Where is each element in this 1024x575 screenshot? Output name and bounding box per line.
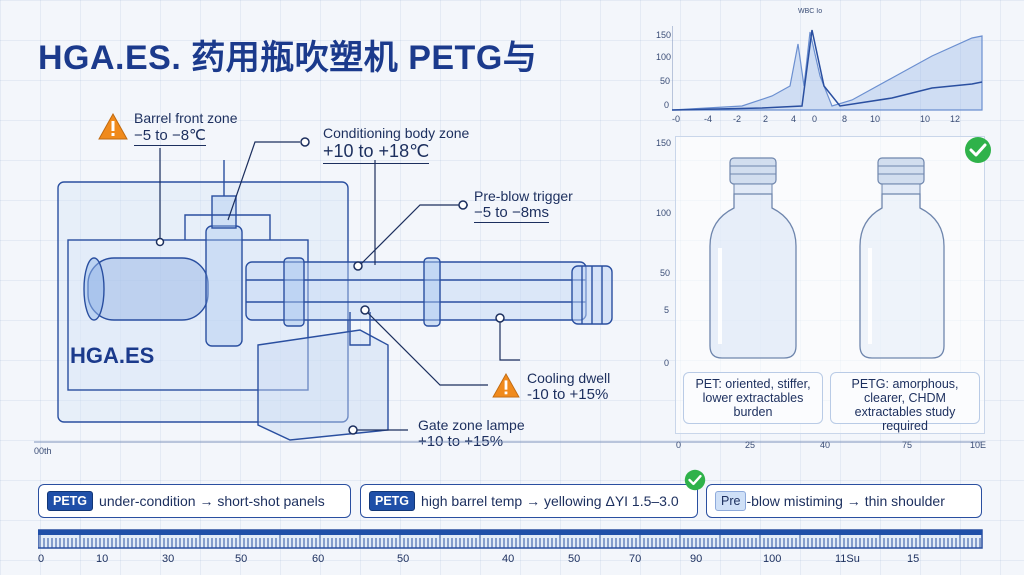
bottle-ytick: 100 xyxy=(656,208,672,218)
page-title: HGA.ES. 药用瓶吹塑机 PETG与 xyxy=(38,39,538,77)
warning-icon xyxy=(98,113,128,140)
ruler-label: 90 xyxy=(690,553,703,565)
ruler-label: 0 xyxy=(38,553,45,565)
callout-value: −5 to −8ms xyxy=(474,204,550,223)
top-line-chart xyxy=(672,26,983,111)
petg-tag: PETG xyxy=(369,491,416,511)
ruler-label: 15 xyxy=(907,553,920,565)
bottle-ytick: 150 xyxy=(656,138,672,148)
pill-text: high barrel temp → yellowing ΔYI 1.5–3.0 xyxy=(421,493,679,509)
petg-bottle xyxy=(859,157,945,359)
top-chart-ytick: 50 xyxy=(660,76,671,86)
bottle-ytick: 0 xyxy=(664,358,670,368)
bottom-ruler xyxy=(38,529,983,549)
mid-axis-left-label: 00th xyxy=(34,446,52,456)
bottle-xtick: 0 xyxy=(676,440,682,450)
leader-cooling xyxy=(499,320,520,361)
ruler-label: 50 xyxy=(235,553,248,565)
ruler-label: 70 xyxy=(629,553,642,565)
callout-label: Pre-blow trigger xyxy=(474,188,573,204)
bottle-xtick: 25 xyxy=(745,440,756,450)
petg-tag: PETG xyxy=(47,491,94,511)
leader-conditioning xyxy=(227,141,300,221)
top-chart-xtick: -0 xyxy=(672,114,681,124)
callout-conditioning: Conditioning body zone +10 to +18℃ xyxy=(323,125,469,164)
callout-label: Conditioning body zone xyxy=(323,125,470,141)
bottle-xtick: 40 xyxy=(820,440,831,450)
chart-series-line xyxy=(672,29,983,111)
top-chart-ytick: 0 xyxy=(664,100,670,110)
ruler-label: 11Su xyxy=(835,553,860,565)
machine-housing-inner xyxy=(67,239,309,391)
check-icon xyxy=(684,469,706,491)
chart-series-area xyxy=(672,31,983,111)
callout-cooling: Cooling dwell -10 to +15% xyxy=(527,370,610,404)
callout-label: Barrel front zone xyxy=(134,110,238,126)
top-chart-xtick: 10 xyxy=(920,114,931,124)
machine-base xyxy=(257,329,389,441)
callout-preblow: Pre-blow trigger −5 to −8ms xyxy=(474,188,573,223)
top-chart-xtick: 0 xyxy=(812,114,818,124)
ruler-label: 40 xyxy=(502,553,515,565)
callout-value: −5 to −8℃ xyxy=(134,127,206,146)
pet-caption: PET: oriented, stiffer, lower extractabl… xyxy=(683,372,823,424)
ruler-label: 30 xyxy=(162,553,175,565)
ruler-label: 50 xyxy=(568,553,581,565)
issue-pill-yellowing[interactable]: PETG high barrel temp → yellowing ΔYI 1.… xyxy=(360,484,698,518)
ruler-label: 60 xyxy=(312,553,325,565)
callout-value: +10 to +18℃ xyxy=(323,141,430,164)
pet-bottle xyxy=(709,157,797,359)
check-icon xyxy=(965,137,991,163)
callout-label: Gate zone lampe xyxy=(418,417,525,433)
bottle-xtick: 10E xyxy=(970,440,987,450)
top-chart-xtick: 8 xyxy=(842,114,848,124)
warning-icon xyxy=(492,373,520,398)
leader-preblow xyxy=(359,204,468,266)
top-chart-xtick: 4 xyxy=(791,114,797,124)
callout-value: -10 to +15% xyxy=(527,386,609,403)
top-chart-title: WBC Io xyxy=(798,8,823,15)
barrel-cylinder xyxy=(87,257,209,321)
top-chart-ytick: 150 xyxy=(656,30,672,40)
callout-label: Cooling dwell xyxy=(527,370,611,386)
bottle-xtick: 75 xyxy=(902,440,913,450)
pill-text: under-condition → short-shot panels xyxy=(99,493,325,509)
issue-pill-thin-shoulder[interactable]: Pre -blow mistiming → thin shoulder xyxy=(706,484,982,518)
issue-pill-short-shot[interactable]: PETG under-condition → short-shot panels xyxy=(38,484,351,518)
injection-column xyxy=(205,225,243,347)
mid-axis xyxy=(34,441,982,443)
bottle-ytick: 5 xyxy=(664,305,670,315)
petg-caption: PETG: amorphous, clearer, CHDM extractab… xyxy=(830,372,980,433)
machine-brand-label: HGA.ES xyxy=(70,343,155,368)
bottle-ytick: 50 xyxy=(660,268,671,278)
ruler-label: 100 xyxy=(763,553,782,565)
top-chart-xtick: 12 xyxy=(950,114,961,124)
leader-cooling-2 xyxy=(364,309,488,386)
machine-diagram xyxy=(57,137,613,441)
shaft-collar xyxy=(283,257,305,327)
top-chart-xtick: 10 xyxy=(870,114,881,124)
ruler-label: 10 xyxy=(96,553,109,565)
top-chart-xtick: -2 xyxy=(733,114,742,124)
callout-barrel-front: Barrel front zone −5 to −8℃ xyxy=(134,110,238,146)
pre-tag: Pre xyxy=(715,491,747,511)
top-chart-xtick: 2 xyxy=(763,114,769,124)
ruler-label: 50 xyxy=(397,553,410,565)
top-chart-xtick: -4 xyxy=(704,114,713,124)
top-chart-ytick: 100 xyxy=(656,52,672,62)
pill-text: -blow mistiming → thin shoulder xyxy=(746,493,945,509)
